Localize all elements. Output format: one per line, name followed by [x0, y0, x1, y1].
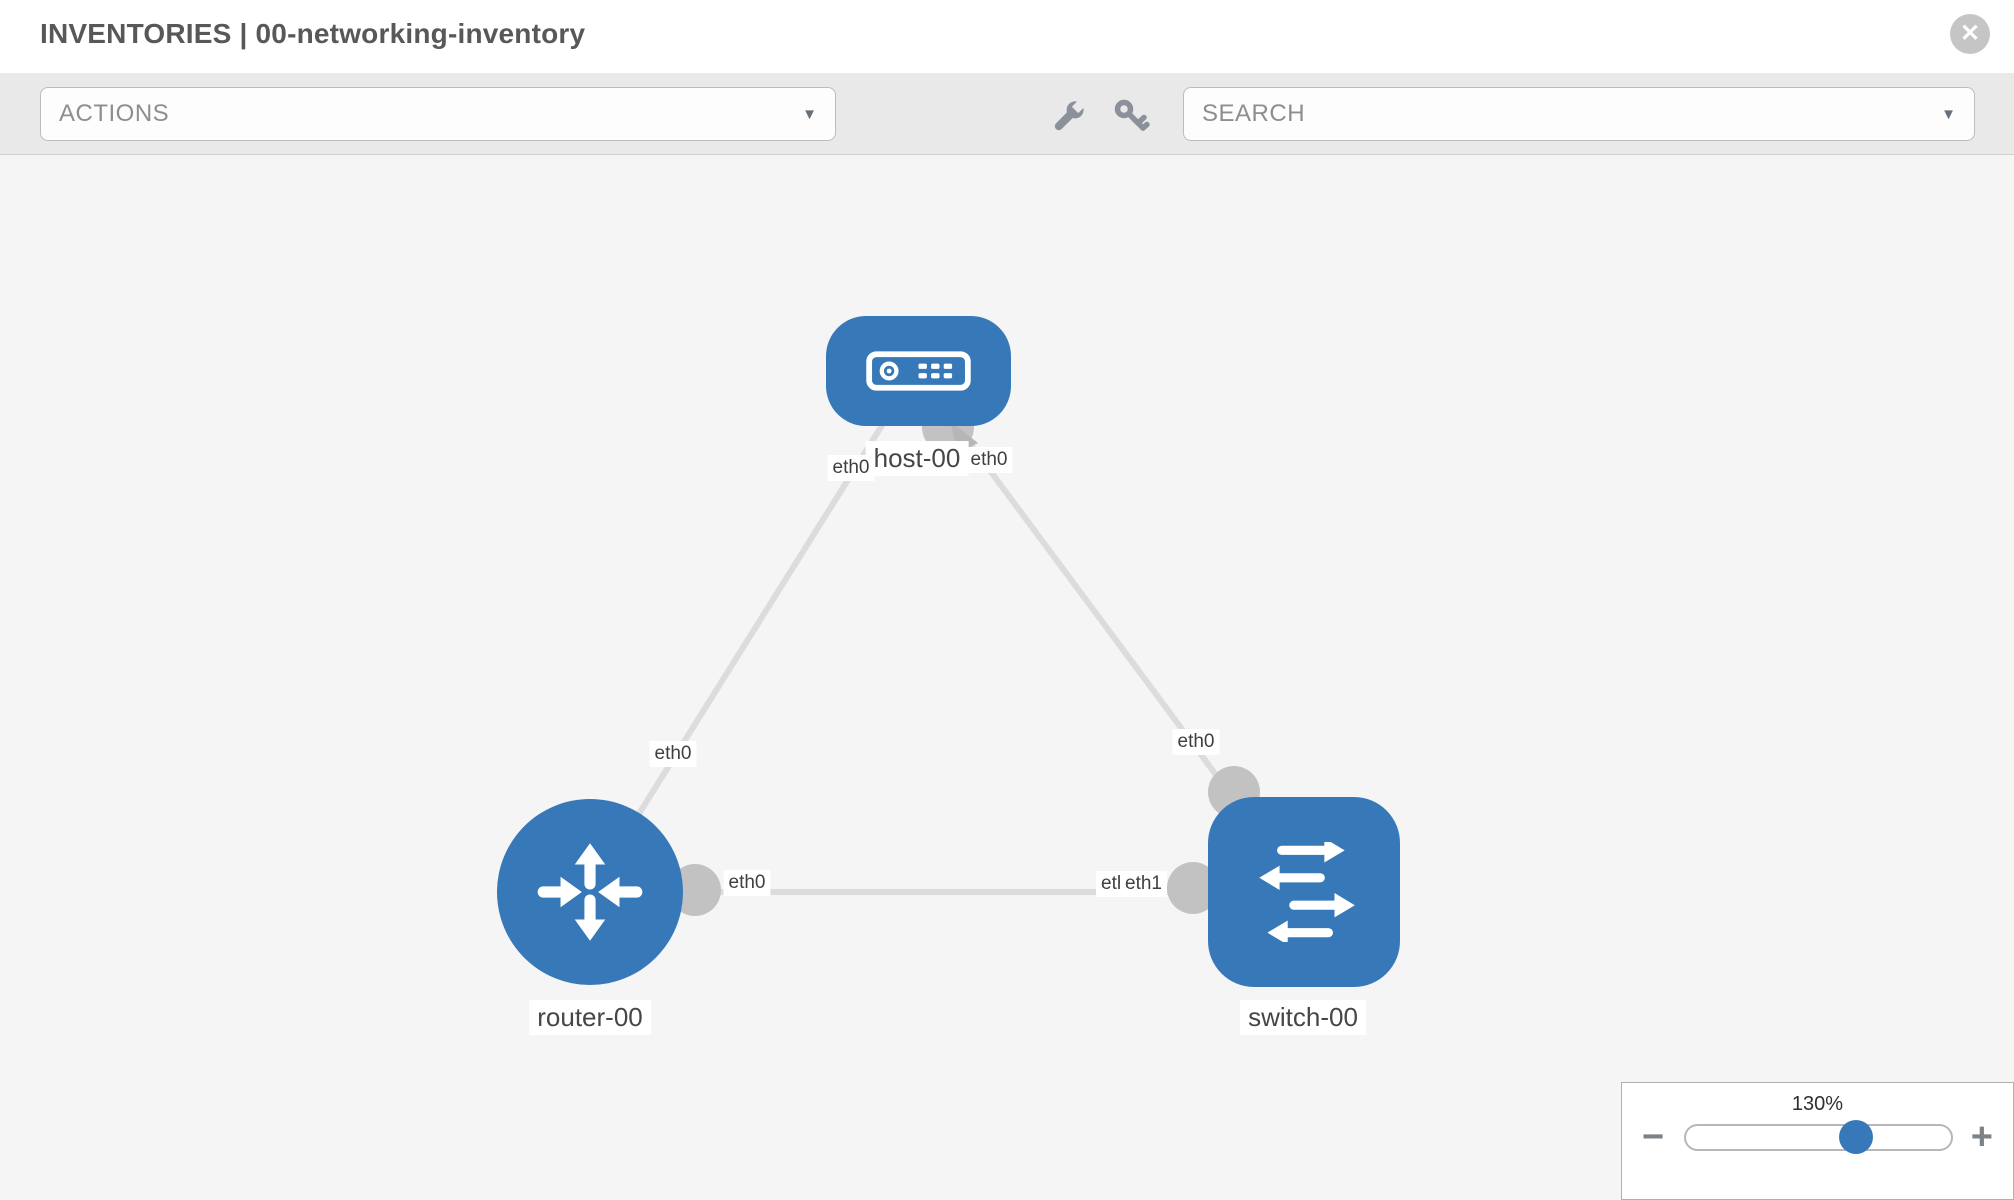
node-label-host: host-00 — [865, 441, 969, 476]
iface-label-host-eth0-right: eth0 — [965, 447, 1013, 473]
iface-label-host-eth0-left: eth0 — [827, 455, 875, 481]
topology-edges — [587, 369, 1306, 916]
iface-label-switch-eth1: eth1 — [1120, 871, 1167, 897]
header-bar: INVENTORIES | 00-networking-inventory ✕ — [0, 0, 2014, 73]
node-host-00[interactable] — [826, 316, 1011, 426]
configure-tools-button[interactable] — [1046, 95, 1090, 139]
node-label-switch: switch-00 — [1240, 1000, 1366, 1035]
node-switch-00[interactable] — [1208, 797, 1400, 987]
close-button[interactable]: ✕ — [1950, 14, 1990, 54]
zoom-out-button[interactable]: − — [1642, 1116, 1665, 1158]
node-router-00[interactable] — [497, 799, 683, 985]
key-credentials-button[interactable] — [1110, 95, 1154, 139]
server-icon — [866, 351, 971, 391]
toolbar: ACTIONS ▼ SEARCH ▼ — [0, 73, 2014, 155]
page-title: INVENTORIES | 00-networking-inventory — [40, 18, 585, 50]
chevron-down-icon: ▼ — [802, 105, 817, 123]
page-title-inventory-name: 00-networking-inventory — [255, 18, 586, 49]
chevron-down-icon: ▼ — [1941, 105, 1956, 123]
key-icon — [1114, 99, 1150, 131]
wrench-icon — [1054, 99, 1086, 131]
router-arrows-icon — [537, 843, 643, 941]
search-dropdown[interactable]: SEARCH ▼ — [1183, 87, 1975, 141]
iface-label-router-eth0-right: eth0 — [723, 870, 771, 896]
zoom-in-button[interactable]: + — [1970, 1116, 1993, 1158]
iface-label-switch-eth0-top: eth0 — [1172, 729, 1220, 755]
zoom-slider-thumb[interactable] — [1838, 1119, 1873, 1154]
close-icon: ✕ — [1959, 20, 1981, 47]
actions-dropdown[interactable]: ACTIONS ▼ — [40, 87, 836, 141]
zoom-level-value: 130% — [1791, 1093, 1844, 1115]
link-endpoint — [1167, 862, 1219, 914]
topology-canvas[interactable]: host-00 router-00 switch-00 eth0 eth0 et… — [0, 155, 2014, 1200]
iface-label-router-eth0-top: eth0 — [649, 741, 697, 767]
search-input[interactable]: SEARCH — [1202, 100, 1306, 127]
zoom-slider[interactable] — [1684, 1119, 1953, 1154]
zoom-control-panel: 130% − + — [1621, 1082, 2014, 1200]
node-label-router: router-00 — [529, 1000, 651, 1035]
page-title-section: INVENTORIES — [40, 18, 232, 49]
switch-arrows-icon — [1259, 842, 1355, 942]
actions-dropdown-label: ACTIONS — [59, 100, 170, 127]
page-title-separator: | — [239, 18, 248, 49]
